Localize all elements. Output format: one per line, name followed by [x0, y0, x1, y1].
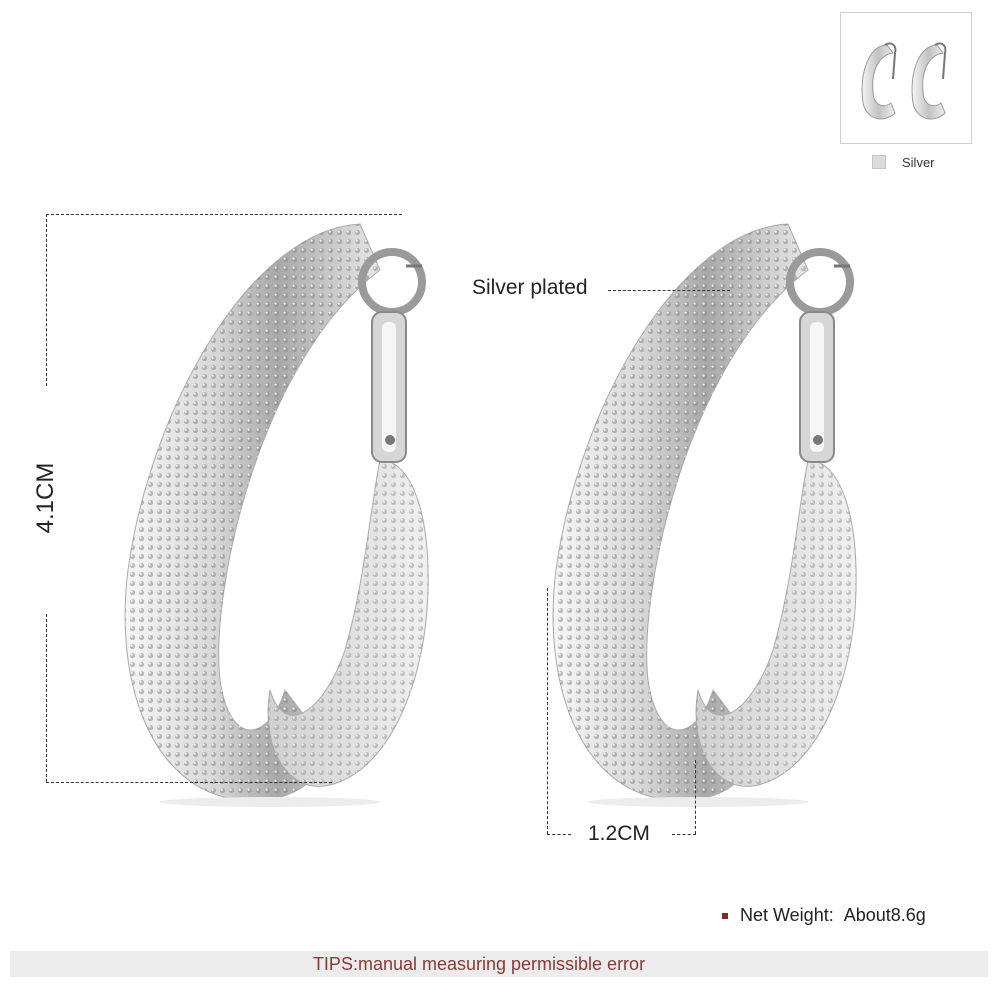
- bullet-icon: [722, 912, 728, 919]
- net-weight-spec: Net Weight: About8.6g: [722, 905, 926, 926]
- net-weight-value: About8.6g: [843, 905, 926, 925]
- thumbnail-earring-right: [911, 42, 947, 120]
- color-option-label: Silver: [902, 154, 935, 170]
- height-dimension-bottom-line: [46, 782, 332, 783]
- width-dimension-bottom-left: [547, 834, 571, 835]
- width-dimension-left-line: [547, 588, 548, 834]
- width-dimension-label: 1.2CM: [588, 822, 650, 845]
- right-earring-clasp: [786, 248, 854, 463]
- height-dimension-top-line: [46, 214, 402, 215]
- height-dimension-lower-line: [46, 614, 47, 782]
- material-callout-line: [608, 290, 730, 291]
- left-earring-clasp: [358, 248, 426, 463]
- thumbnail-earrings-image: [861, 42, 947, 120]
- material-callout-label: Silver plated: [472, 276, 588, 299]
- tips-bar: TIPS:manual measuring permissible error: [10, 951, 988, 977]
- width-dimension-right-line: [695, 760, 696, 834]
- height-dimension-upper-line: [46, 214, 47, 386]
- product-thumbnail[interactable]: [840, 12, 972, 144]
- height-dimension-label: 4.1CM: [32, 462, 59, 534]
- thumbnail-earring-left: [861, 42, 897, 120]
- tips-text: TIPS:manual measuring permissible error: [312, 953, 646, 974]
- net-weight-key: Net Weight:: [740, 905, 834, 925]
- width-dimension-bottom-right: [672, 834, 696, 835]
- color-option-silver[interactable]: Silver: [872, 152, 935, 172]
- left-earring-image: [124, 223, 429, 807]
- color-swatch: [872, 155, 886, 169]
- right-earring-image: [552, 223, 857, 807]
